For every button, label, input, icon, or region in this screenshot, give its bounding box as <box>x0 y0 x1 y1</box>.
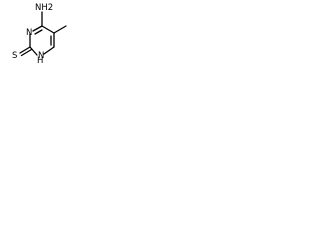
bond-c2-s-2 <box>20 48 33 57</box>
bond-c5-methyl <box>53 25 67 34</box>
bond-c6-n1 <box>43 46 55 55</box>
bond-c2-s-1 <box>19 46 31 54</box>
bond-n1-c2 <box>29 46 38 56</box>
ring-n-bottom-label: N <box>38 51 44 61</box>
ring-nh-label: H <box>37 56 43 66</box>
bond-n3-c4 <box>32 25 43 32</box>
thione-s-label: S <box>12 51 17 61</box>
chemical-structure-diagram: NH2 N H N S <box>12 3 67 66</box>
bond-c4-c5 <box>41 25 55 34</box>
ring-n-top-label: N <box>26 28 32 38</box>
bond-c4-n3-double <box>34 29 43 35</box>
amino-label: NH2 <box>35 3 53 13</box>
